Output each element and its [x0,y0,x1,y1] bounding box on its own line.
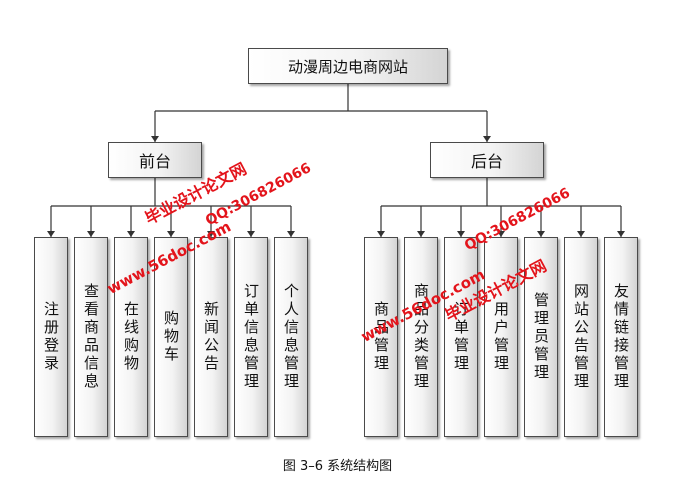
leaf-node-label: 用户管理 [492,301,510,373]
root-node: 动漫周边电商网站 [248,48,448,84]
leaf-node-label: 管理员管理 [532,292,550,382]
leaf-node-label: 网站公告管理 [572,283,590,391]
leaf-node-label: 商品分类管理 [412,283,430,391]
leaf-node-label: 注册登录 [42,301,60,373]
leaf-node: 注册登录 [34,237,68,437]
connector-arrow [151,136,159,142]
leaf-node: 新闻公告 [194,237,228,437]
branch-node: 后台 [430,142,544,178]
connector-arrow [577,231,585,237]
leaf-node-label: 个人信息管理 [282,283,300,391]
branch-node-label: 后台 [470,152,503,171]
leaf-node: 购物车 [154,237,188,437]
connector-arrow [617,231,625,237]
leaf-node: 友情链接管理 [604,237,638,437]
figure-caption: 图 3–6 系统结构图 [282,459,393,474]
leaf-node-label: 商品管理 [372,301,390,373]
connector-arrow [377,231,385,237]
leaf-node: 网站公告管理 [564,237,598,437]
leaf-node-label: 购物车 [162,310,180,364]
leaf-node-label: 友情链接管理 [612,283,630,391]
leaf-node: 用户管理 [484,237,518,437]
connector-arrow [207,231,215,237]
leaf-node: 查看商品信息 [74,237,108,437]
leaf-node-label: 订单管理 [452,301,470,373]
leaf-node: 订单信息管理 [234,237,268,437]
connector-arrow [287,231,295,237]
root-node-label: 动漫周边电商网站 [287,57,408,76]
leaf-node-label: 查看商品信息 [82,283,100,391]
connector-arrow [483,136,491,142]
connector-arrow [457,231,465,237]
leaf-node: 个人信息管理 [274,237,308,437]
connector-arrow [47,231,55,237]
connector-arrow [537,231,545,237]
connector-arrow [127,231,135,237]
connector-arrow [87,231,95,237]
leaf-node: 在线购物 [114,237,148,437]
leaf-node: 商品分类管理 [404,237,438,437]
connector-arrow [497,231,505,237]
branch-node-label: 前台 [138,152,171,171]
leaf-node: 管理员管理 [524,237,558,437]
leaf-node: 商品管理 [364,237,398,437]
leaf-node-label: 在线购物 [122,301,140,373]
connector-arrow [417,231,425,237]
leaf-node: 订单管理 [444,237,478,437]
leaf-node-label: 新闻公告 [202,301,220,373]
branch-node: 前台 [108,142,202,178]
leaf-node-label: 订单信息管理 [242,283,260,391]
connector-arrow [167,231,175,237]
connector-arrow [247,231,255,237]
